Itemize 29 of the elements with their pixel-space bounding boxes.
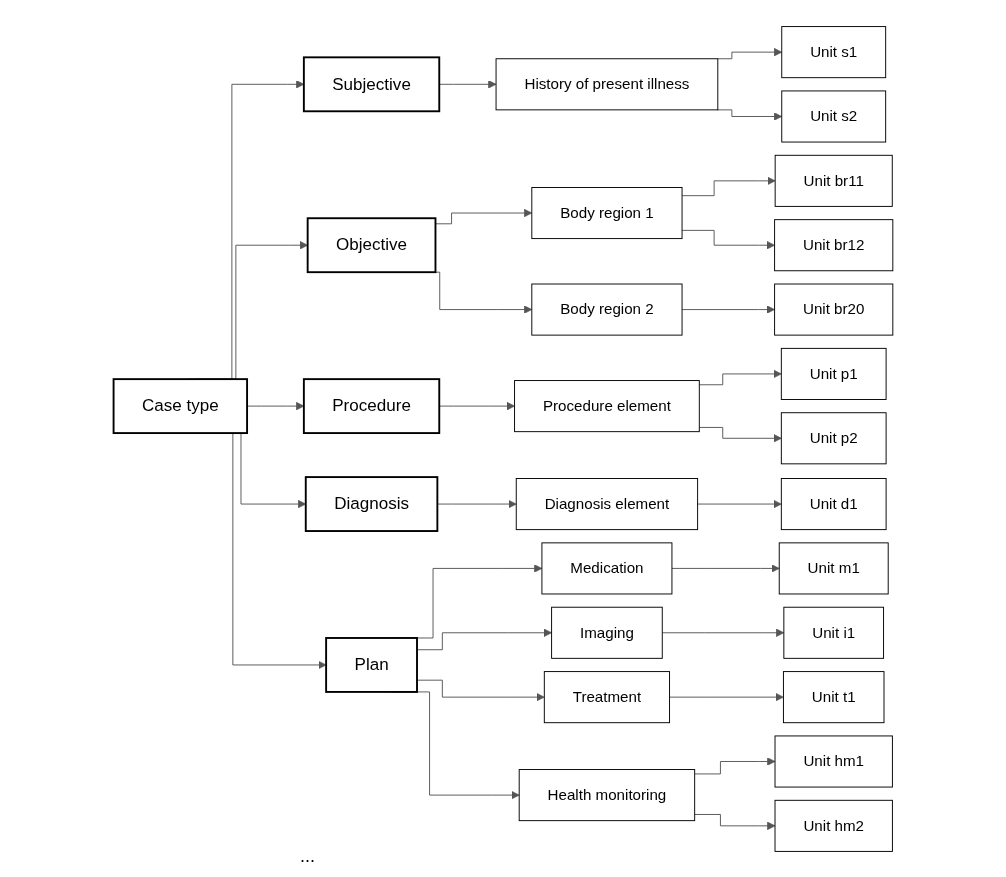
node-box: Procedure element — [513, 379, 700, 432]
node-box: Treatment — [543, 670, 670, 723]
node-box: Case type — [112, 377, 248, 434]
node-box: Unit i1 — [783, 606, 884, 659]
node-box: Body region 2 — [531, 283, 683, 336]
node-box: Unit br11 — [774, 154, 893, 207]
node-box: Plan — [324, 636, 418, 693]
node-box: Unit p2 — [780, 411, 887, 464]
node-box: Unit p1 — [780, 347, 887, 400]
node-box: Unit s1 — [781, 25, 886, 78]
node-box: Diagnosis — [304, 475, 439, 532]
node-box: Procedure — [302, 377, 440, 434]
node-box: Unit hm2 — [774, 799, 893, 852]
node-box: Objective — [306, 216, 437, 273]
node-box: Unit hm1 — [774, 734, 893, 788]
node-box: Unit br12 — [773, 218, 894, 271]
ellipsis-note: ... — [300, 846, 315, 866]
node-box: Unit m1 — [778, 541, 889, 594]
node-box: Unit br20 — [773, 283, 894, 336]
node-box: Unit d1 — [780, 477, 887, 530]
node-box: Unit s2 — [781, 89, 886, 142]
node-box: Body region 1 — [531, 186, 683, 239]
node-box: Health monitoring — [518, 768, 695, 821]
node-box: Subjective — [302, 55, 440, 112]
node-box: Medication — [541, 541, 673, 594]
node-box: Imaging — [550, 606, 663, 659]
node-box: Diagnosis element — [515, 477, 698, 530]
node-box: History of present illness — [495, 57, 719, 110]
node-box: Unit t1 — [782, 670, 885, 723]
